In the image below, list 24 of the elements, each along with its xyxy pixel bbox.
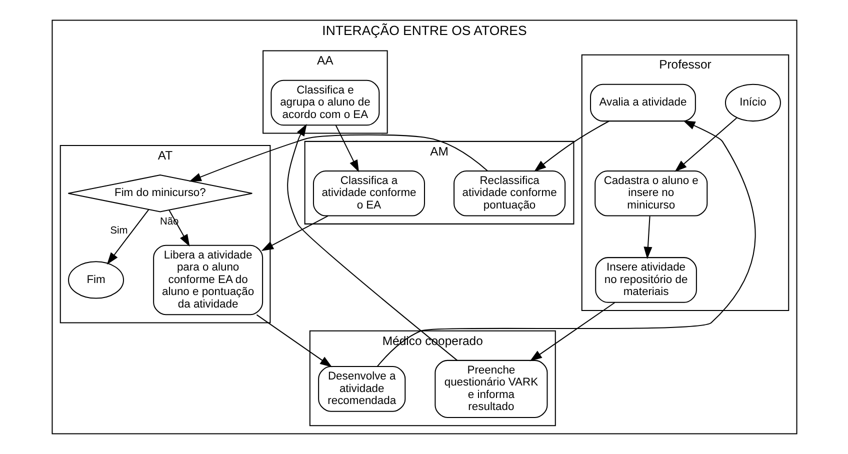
node-ellipse: Fim: [68, 261, 124, 299]
arrow: [256, 314, 332, 368]
node-box: Avalia a atividade: [590, 84, 696, 122]
node-diamond: Fim do minicurso?: [67, 174, 252, 212]
node-box: Classifica a atividade conforme o EA: [312, 170, 424, 216]
arrow: [533, 120, 609, 172]
node-ellipse: Início: [724, 84, 780, 122]
arrow: [529, 302, 614, 362]
arrow: [260, 216, 328, 251]
arrow: [674, 118, 736, 172]
arrow: [188, 134, 488, 182]
edge-label: Sim: [110, 226, 128, 237]
node-box: Desenvolve a atividade recomendada: [318, 366, 406, 412]
arrow: [376, 120, 756, 367]
arrow: [643, 216, 652, 260]
node-box: Cadastra o aluno e insere no minicurso: [594, 170, 708, 216]
node-box: Preenche questionário VARK e informa resultado: [434, 360, 548, 418]
arrow: [334, 124, 359, 172]
arrow: [106, 209, 149, 265]
node-box: Libera a atividade para o aluno conforme EA do aluno e pontuação da atividade: [152, 244, 263, 316]
arrow: [286, 124, 457, 361]
node-box: Insere atividade no repositório de materiais: [594, 257, 696, 303]
node-box: Classifica e agrupa o aluno de acordo com o EA: [270, 80, 380, 126]
node-box: Reclassifica atividade conforme pontuação: [453, 170, 566, 216]
